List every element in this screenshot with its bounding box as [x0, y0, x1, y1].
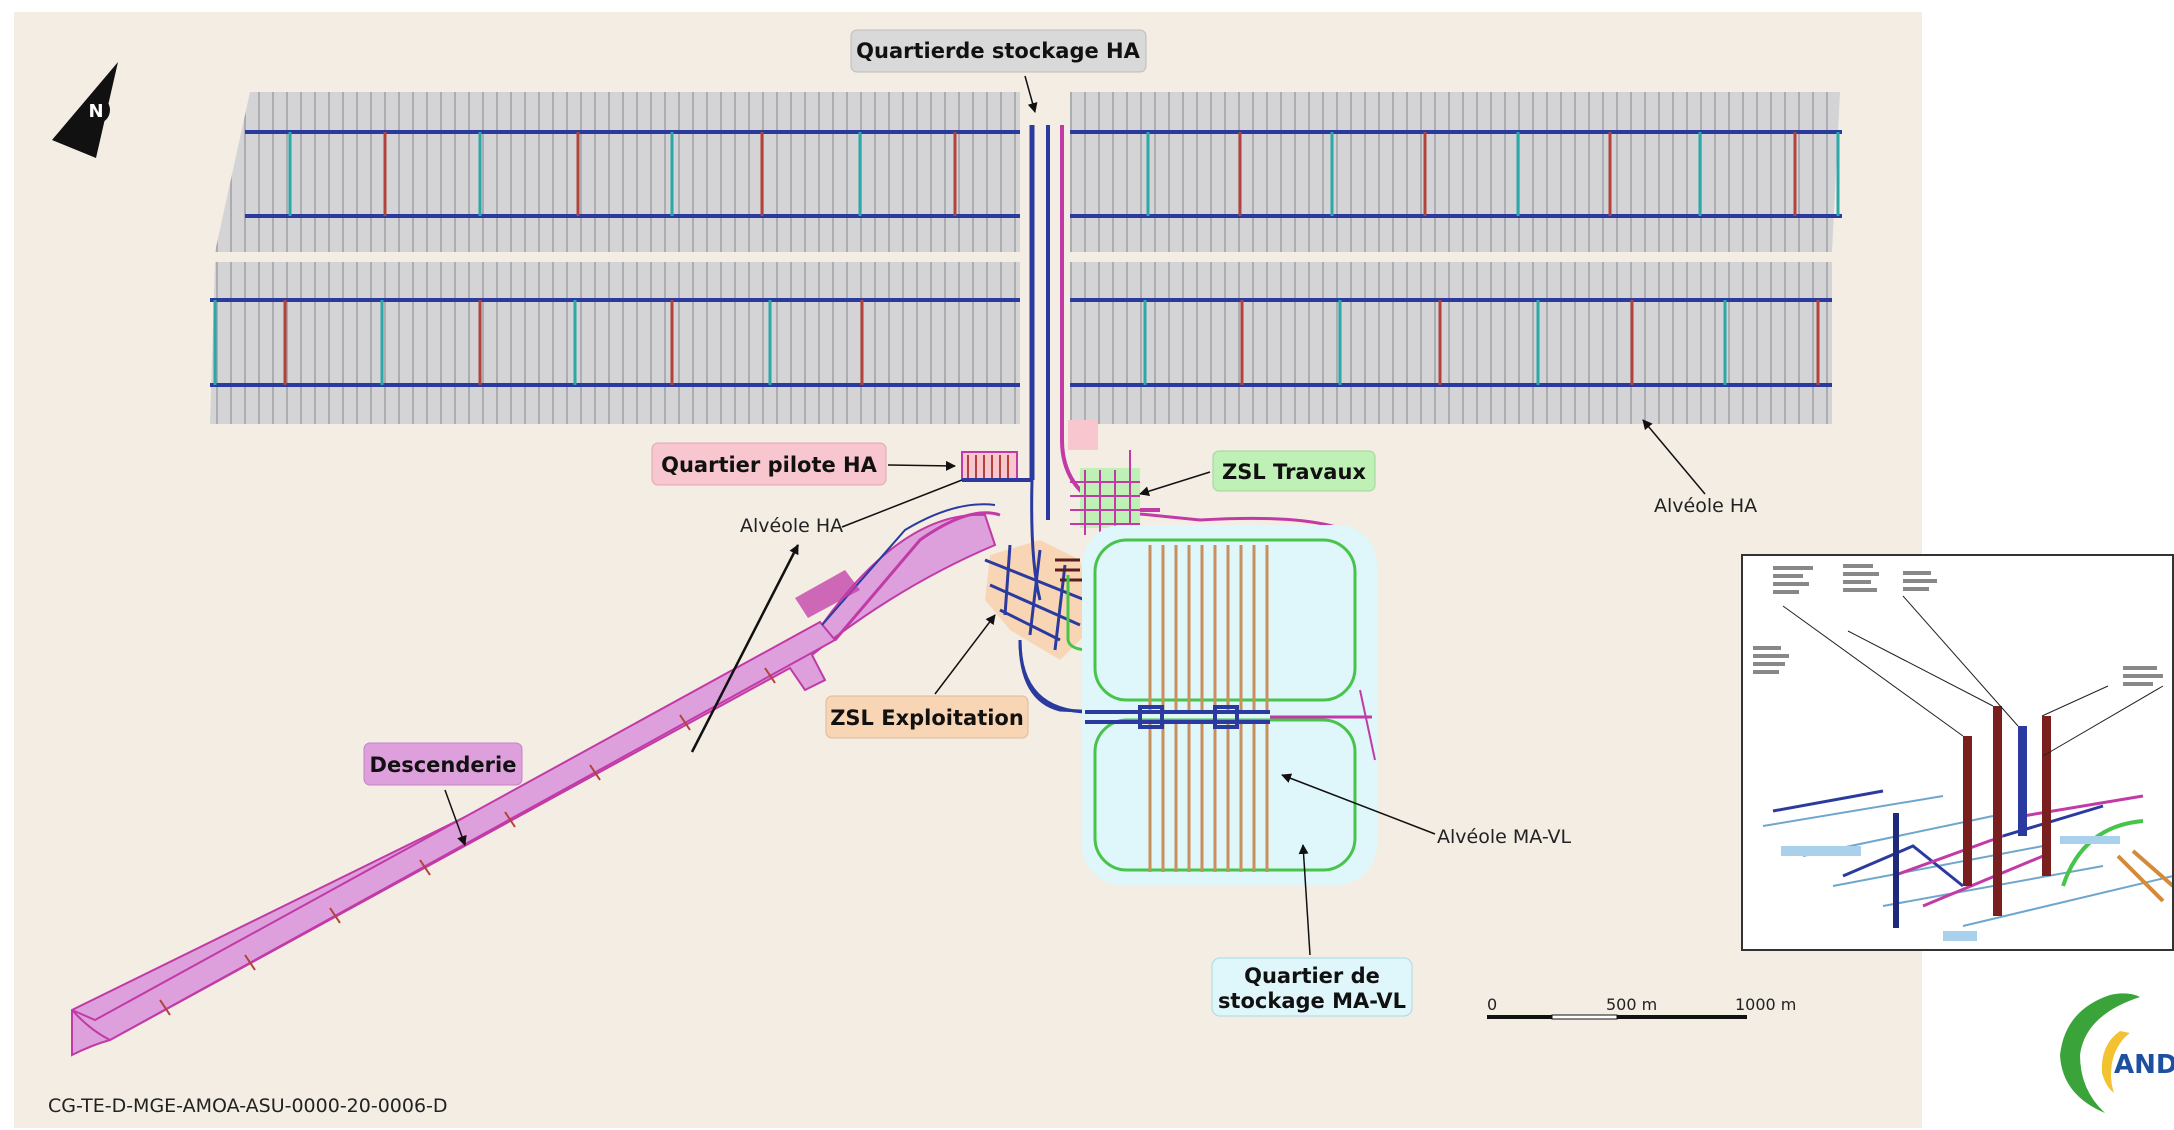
zsl-travaux-grid — [1070, 450, 1140, 535]
agency-logo: AND — [2050, 985, 2174, 1115]
ha-cross-drifts-lower — [213, 300, 1820, 385]
svg-text:AND: AND — [2114, 1050, 2174, 1080]
pointer-zsl-exploitation — [934, 614, 996, 695]
logo-mark-icon: AND — [2060, 993, 2174, 1113]
central-drifts — [1029, 125, 1160, 520]
callout-descenderie: Descenderie — [363, 742, 523, 786]
callout-zsl-exploitation: ZSL Exploitation — [825, 695, 1029, 739]
pointer-pilote-ha — [887, 460, 956, 471]
descenderie-hook-blue — [821, 503, 996, 626]
exploitation-dark-marks — [1055, 558, 1085, 582]
north-arrow-icon: N — [52, 62, 118, 158]
svg-text:0: 0 — [1487, 995, 1497, 1014]
pointer-stockage-mavl — [1298, 844, 1311, 956]
pointer-alveole-ha-left — [841, 479, 963, 528]
mavl-central-drift — [1085, 705, 1270, 729]
label-alveole-ha-right: Alvéole HA — [1654, 495, 1757, 517]
svg-text:stockage MA-VL: stockage MA-VL — [1218, 989, 1406, 1013]
scale-bar: 0 500 m 1000 m — [1487, 995, 1796, 1020]
svg-text:500 m: 500 m — [1606, 995, 1657, 1014]
pointer-alveole-ha-right — [1642, 419, 1706, 495]
svg-text:ZSL Travaux: ZSL Travaux — [1222, 460, 1366, 484]
descenderie-ticks — [159, 667, 776, 1016]
descenderie-ramp-main — [71, 620, 837, 1042]
svg-text:1000 m: 1000 m — [1735, 995, 1796, 1014]
callout-quartier-stockage-ha: Quartierde stockage HA — [850, 29, 1147, 73]
pilote-cells — [967, 455, 1009, 478]
inset-3d-view — [1741, 554, 2174, 951]
pointer-descenderie — [444, 789, 467, 846]
callout-quartier-pilote-ha: Quartier pilote HA — [651, 442, 887, 486]
pointer-zsl-travaux — [1139, 471, 1211, 497]
label-alveole-ha-left: Alvéole HA — [740, 515, 843, 537]
svg-text:Quartier pilote HA: Quartier pilote HA — [661, 453, 878, 477]
side-magenta-block — [795, 570, 860, 618]
mavl-right-branch — [1359, 689, 1376, 761]
svg-text:ZSL Exploitation: ZSL Exploitation — [830, 706, 1024, 730]
ha-cross-drifts-upper — [288, 132, 1840, 216]
svg-text:Quartierde stockage HA: Quartierde stockage HA — [856, 39, 1140, 63]
callout-quartier-stockage-mavl: Quartier de stockage MA-VL — [1211, 957, 1413, 1017]
svg-text:N: N — [88, 101, 103, 122]
pointer-alveole-mavl — [1281, 773, 1436, 835]
pink-pilot-shaft — [1068, 420, 1098, 450]
inset-3d-illustration — [1753, 564, 2172, 941]
callout-zsl-travaux: ZSL Travaux — [1212, 450, 1376, 492]
document-reference: CG-TE-D-MGE-AMOA-ASU-0000-20-0006-D — [48, 1095, 448, 1117]
svg-text:Quartier de: Quartier de — [1244, 964, 1380, 988]
mavl-cells-upper — [1145, 545, 1275, 710]
svg-text:Descenderie: Descenderie — [370, 753, 517, 777]
pointer-stockage-ha — [1024, 75, 1038, 113]
annotation-arrow-long — [690, 544, 800, 753]
label-alveole-mavl: Alvéole MA-VL — [1437, 826, 1572, 848]
descenderie-hook — [833, 511, 1001, 641]
mavl-cells-lower — [1145, 722, 1275, 872]
